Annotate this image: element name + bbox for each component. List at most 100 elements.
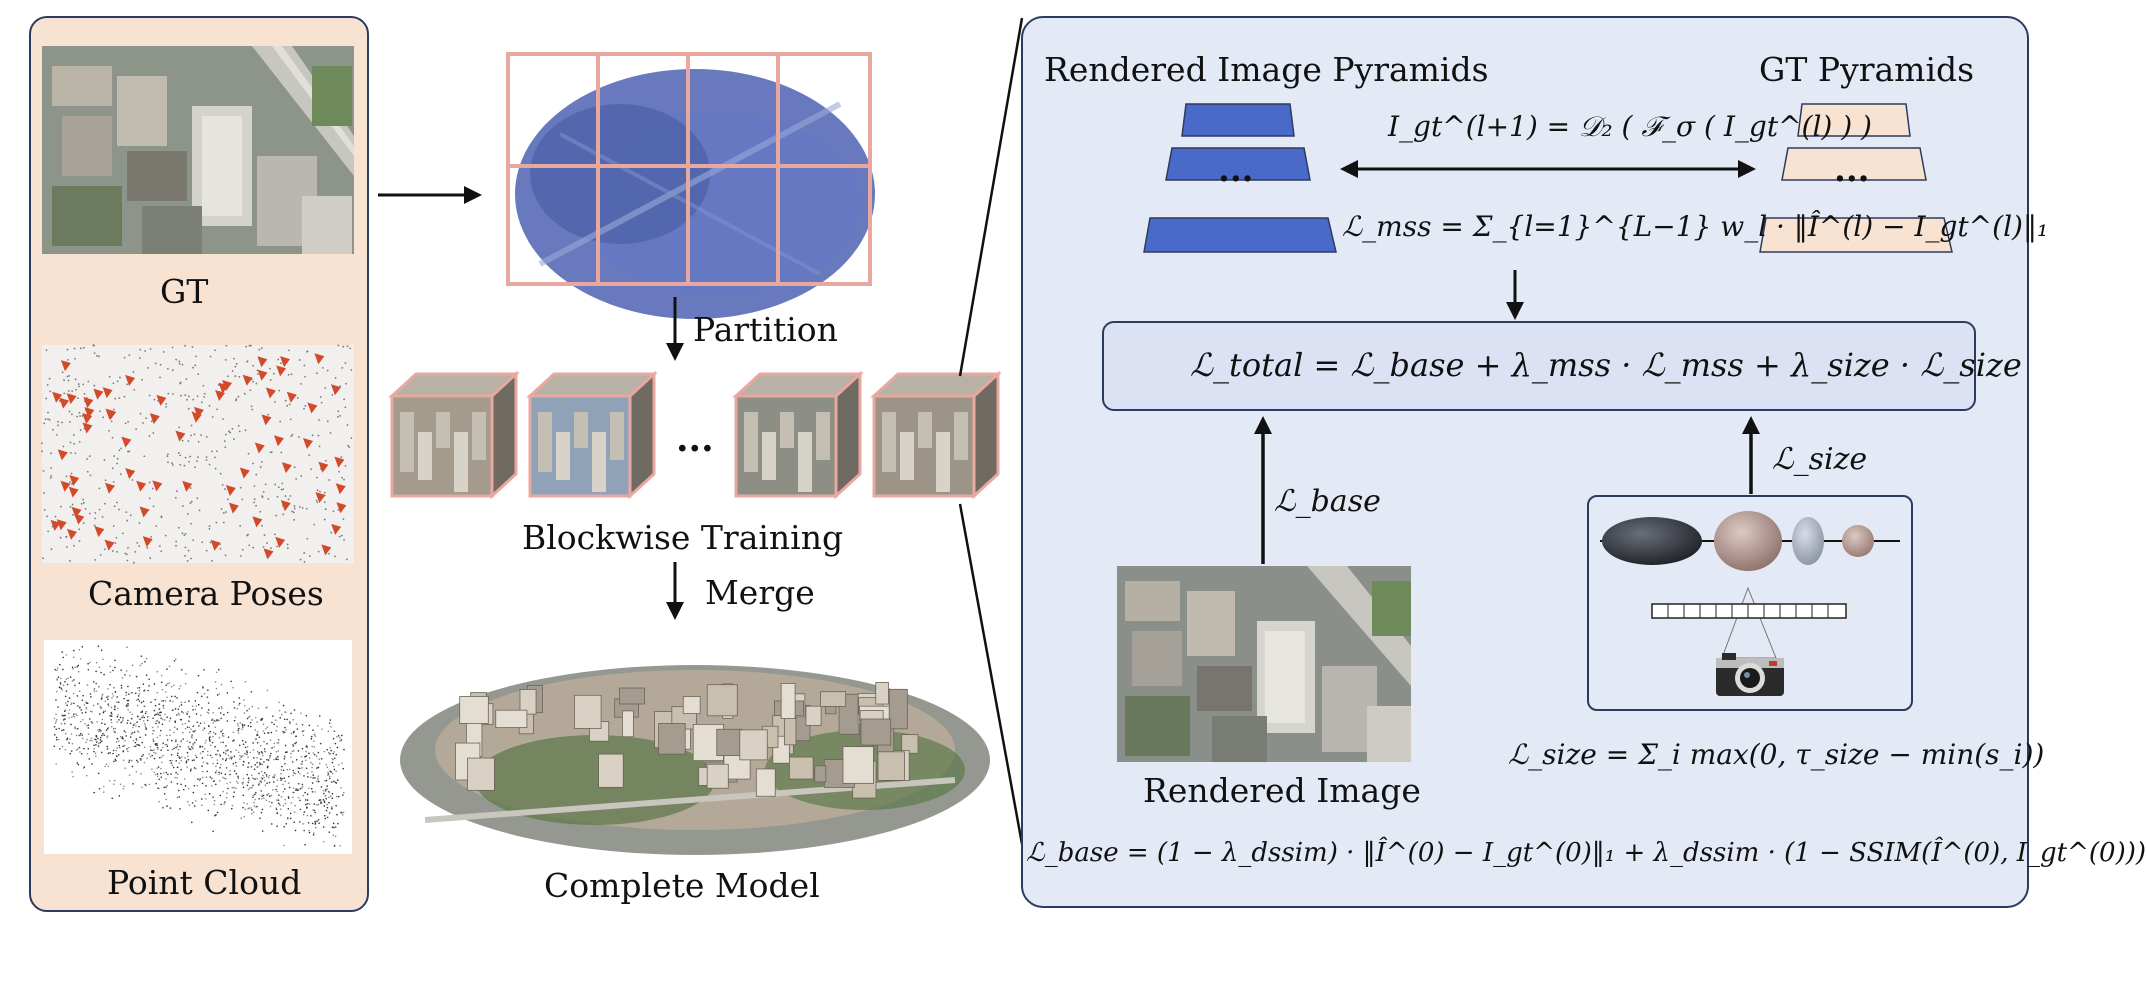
block-cube (870, 370, 1002, 500)
camera-pose-marker (261, 414, 272, 426)
rendered-image (1117, 566, 1411, 762)
camera-pose-marker (336, 502, 347, 514)
camera-pose-marker (94, 526, 105, 538)
camera-pose-marker (156, 394, 167, 406)
camera-pose-marker (331, 523, 342, 535)
camera-pose-marker (142, 536, 153, 548)
camera-pose-marker (239, 467, 250, 479)
camera-pose-marker (121, 436, 132, 448)
camera-pose-marker (69, 474, 80, 486)
total-loss-box (1102, 321, 1976, 411)
total-loss-equation: ℒ_total = ℒ_base + λ_mss · ℒ_mss + λ_siz… (1190, 346, 2022, 384)
camera-pose-marker (60, 480, 71, 492)
camera-poses-image (41, 344, 354, 564)
camera-pose-marker (280, 356, 291, 368)
camera-pose-marker (242, 374, 253, 386)
base-loss-arrow-label: ℒ_base (1274, 484, 1381, 519)
gt-pyramids-title: GT Pyramids (1759, 50, 1975, 89)
camera-pose-marker (210, 539, 221, 551)
camera-pose-marker (149, 413, 160, 425)
gt-pyramid (1759, 103, 1953, 253)
mss-arrow (1506, 270, 1524, 320)
camera-pose-marker (335, 483, 346, 495)
camera-pose-marker (254, 442, 265, 454)
camera-pose-marker (281, 462, 292, 474)
size-loss-arrow (1742, 416, 1760, 494)
input-arrow (378, 186, 482, 204)
camera-pose-marker (265, 387, 276, 399)
camera-pose-marker (82, 422, 93, 434)
camera-pose-marker (263, 548, 274, 560)
camera-pose-marker (321, 544, 332, 556)
block-cube (732, 370, 864, 500)
camera-pose-marker (82, 413, 93, 425)
complete-model-image (395, 630, 995, 870)
camera-pose-marker (71, 506, 82, 518)
camera-pose-marker (182, 480, 193, 492)
partition-label: Partition (693, 310, 838, 349)
camera-pose-marker (318, 461, 329, 473)
camera-pose-marker (56, 519, 67, 531)
camera-pose-marker (218, 382, 229, 394)
block-cube (388, 370, 520, 500)
camera-pose-marker (59, 397, 70, 409)
rendered-image-label: Rendered Image (1143, 771, 1421, 810)
point-cloud-label: Point Cloud (107, 863, 302, 902)
camera-pose-marker (191, 411, 202, 423)
merge-arrow (666, 562, 684, 620)
camera-pose-marker (93, 388, 104, 400)
rendered-pyramids-title: Rendered Image Pyramids (1044, 50, 1489, 89)
image-plane (1651, 586, 1847, 659)
point-cloud-image (44, 640, 352, 854)
camera-poses-label: Camera Poses (88, 574, 324, 613)
camera-pose-marker (228, 502, 239, 514)
camera-pose-marker (102, 387, 113, 399)
camera-pose-marker (105, 408, 116, 420)
camera-pose-marker (175, 430, 186, 442)
camera-pose-marker (57, 449, 68, 461)
camera-pose-marker (334, 456, 345, 468)
gt-image (42, 46, 354, 254)
camera-pose-marker (307, 402, 318, 414)
camera-pose-marker (286, 391, 297, 403)
camera-pose-marker (104, 539, 115, 551)
camera-pose-marker (68, 486, 79, 498)
camera-pose-marker (273, 435, 284, 447)
mss-loss-equation: ℒ_mss = Σ_{l=1}^{L−1} w_l · ‖Î^(l) − I_g… (1342, 210, 2049, 243)
camera-pose-marker (50, 519, 61, 531)
camera-pose-marker (276, 365, 287, 377)
camera-pose-marker (67, 528, 78, 540)
camera-pose-marker (275, 536, 286, 548)
gaussian-ellipsoid-icon (1600, 511, 1900, 571)
downsample-equation: I_gt^(l+1) = 𝒟₂ ( ℱ_σ ( I_gt^(l) ) ) (1388, 110, 1872, 143)
partition-arrow (666, 297, 684, 361)
camera-pose-marker (225, 485, 236, 497)
camera-pose-marker (136, 480, 147, 492)
pyramid-double-arrow (1340, 160, 1756, 178)
size-loss-arrow-label: ℒ_size (1772, 442, 1868, 477)
base-loss-equation: ℒ_base = (1 − λ_dssim) · ‖Î^(0) − I_gt^(… (1026, 838, 2146, 868)
camera-pose-marker (152, 480, 163, 492)
partition-scene (500, 44, 880, 324)
gt-label: GT (160, 272, 209, 311)
camera-pose-marker (280, 500, 291, 512)
base-loss-arrow (1254, 416, 1272, 564)
camera-pose-marker (257, 356, 268, 368)
camera-pose-marker (104, 482, 115, 494)
camera-pose-marker (330, 384, 341, 396)
rendered-pyramid-ellipsis: ... (1218, 150, 1254, 190)
zoom-lines (958, 17, 1024, 845)
camera-pose-marker (193, 406, 204, 418)
camera-pose-marker (139, 506, 150, 518)
camera-pose-marker (314, 353, 325, 365)
camera-pose-marker (74, 513, 85, 525)
complete-model-label: Complete Model (544, 866, 820, 905)
block-ellipsis: ... (676, 418, 714, 460)
camera-pose-marker (125, 374, 136, 386)
merge-label: Merge (705, 573, 815, 612)
size-loss-equation: ℒ_size = Σ_i max(0, τ_size − min(s_i)) (1508, 738, 2045, 771)
camera-pose-marker (60, 360, 71, 372)
camera-pose-marker (66, 393, 77, 405)
camera-pose-marker (52, 391, 63, 403)
camera-pose-marker (83, 397, 94, 409)
